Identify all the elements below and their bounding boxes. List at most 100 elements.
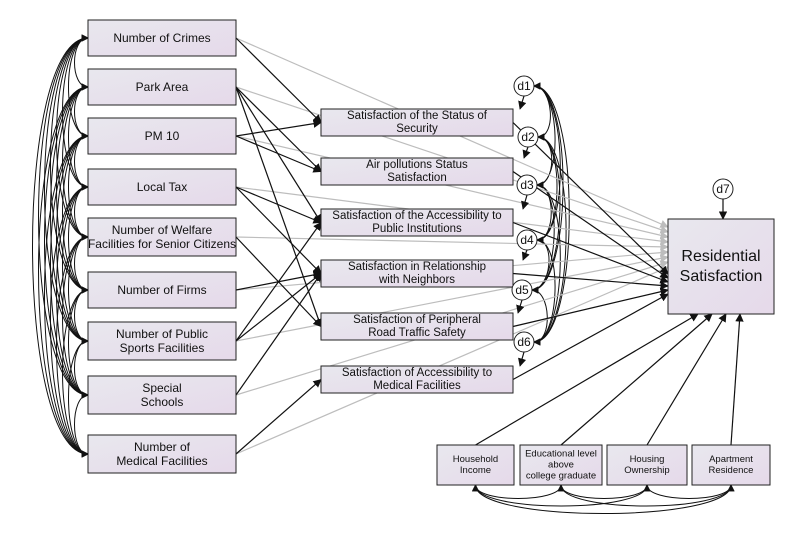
covariance-exogenous [62, 286, 89, 458]
control-edu-label: Educational level [525, 449, 597, 460]
mediator-air-label: Satisfaction [387, 172, 446, 184]
exogenous-pm10-label: PM 10 [145, 129, 180, 143]
covariance-controls [472, 484, 651, 507]
covariance-exogenous [50, 132, 89, 399]
covariance-errors [533, 82, 551, 141]
path-schools-to-neighbors [235, 272, 322, 396]
covariance-controls [472, 484, 735, 514]
error-d5: d5 [511, 279, 533, 301]
significant-paths-layer [235, 37, 744, 455]
path-air-to-outcome [512, 171, 669, 279]
path-apartment-to-outcome [730, 313, 744, 446]
exogenous-medical-label: Number of [134, 440, 191, 454]
outcome-residential-satisfaction-label: Satisfaction [680, 268, 763, 285]
path-medacc-to-outcome [512, 293, 669, 381]
covariance-exogenous [62, 132, 89, 294]
exogenous-park-box [87, 68, 237, 106]
control-apartment-label: Apartment [709, 454, 753, 465]
mediator-security-box [320, 108, 514, 137]
path-welfare-to-outcome [235, 236, 669, 252]
path-crimes-to-security [235, 37, 322, 124]
path-park-to-traffic [235, 86, 323, 328]
exogenous-schools-label: Schools [141, 395, 184, 409]
mediator-access-box [320, 208, 514, 237]
covariance-exogenous [38, 83, 89, 458]
exogenous-medical-label: Medical Facilities [116, 454, 207, 468]
error-d6-label: d6 [517, 335, 531, 349]
error-path-d2 [522, 146, 531, 159]
error-d1-label: d1 [517, 79, 531, 93]
path-tax-to-access [235, 186, 322, 224]
error-d2-label: d2 [521, 130, 535, 144]
path-pm10-to-security [235, 119, 322, 137]
control-apartment-box [691, 444, 771, 486]
error-d7-label: d7 [716, 182, 730, 196]
mediator-medacc: Satisfaction of Accessibility toMedical … [320, 365, 514, 394]
covariance-exogenous [44, 132, 89, 458]
covariance-exogenous [44, 34, 89, 345]
exogenous-pm10: PM 10 [87, 117, 237, 155]
exogenous-welfare-label: Facilities for Senior Citizens [88, 237, 236, 251]
exogenous-welfare-label: Number of Welfare [112, 223, 213, 237]
exogenous-firms-box [87, 271, 237, 309]
outcome-residential-satisfaction-label: Residential [681, 248, 760, 265]
covariance-exogenous [56, 233, 89, 458]
mediator-access-label: Public Institutions [372, 223, 462, 235]
mediator-medacc-label: Medical Facilities [373, 380, 461, 392]
covariance-exogenous [74, 391, 89, 458]
path-pm10-to-air [235, 135, 322, 173]
error-d3-label: d3 [520, 178, 534, 192]
mediator-medacc-label: Satisfaction of Accessibility to [342, 367, 492, 379]
covariance-exogenous [56, 83, 89, 294]
error-d1: d1 [513, 75, 535, 97]
exogenous-firms: Number of Firms [87, 271, 237, 309]
control-housing-label: Housing [630, 454, 665, 465]
covariance-exogenous [56, 132, 89, 345]
mediator-access: Satisfaction of the Accessibility toPubl… [320, 208, 514, 237]
path-medical-to-medacc [235, 378, 322, 455]
exogenous-sports-label: Number of Public [116, 327, 208, 341]
path-pm10-to-outcome [235, 135, 669, 240]
path-income-to-outcome [475, 313, 699, 446]
control-edu-label: college graduate [526, 471, 596, 482]
path-security-to-outcome [512, 122, 669, 275]
error-path-d1 [518, 95, 527, 110]
control-housing-box [606, 444, 688, 486]
mediator-access-label: Satisfaction of the Accessibility to [332, 210, 501, 222]
error-d5-label: d5 [515, 283, 529, 297]
path-tax-to-neighbors [235, 186, 322, 275]
covariance-exogenous [44, 83, 89, 399]
covariance-layer [32, 34, 735, 514]
error-d6: d6 [513, 331, 535, 353]
path-park-to-access [235, 86, 322, 224]
control-income-box [436, 444, 515, 486]
mediator-traffic-label: Road Traffic Safety [368, 327, 466, 339]
path-edu-to-outcome [560, 313, 713, 446]
exogenous-medical-box [87, 434, 237, 474]
exogenous-sports-label: Sports Facilities [120, 341, 205, 355]
exogenous-park: Park Area [87, 68, 237, 106]
path-access-to-outcome [512, 221, 669, 284]
error-d4: d4 [516, 229, 538, 251]
mediator-medacc-box [320, 365, 514, 394]
mediator-traffic-box [320, 312, 514, 341]
mediator-air-label: Air pollutions Status [366, 159, 468, 171]
path-neighbors-to-outcome [512, 272, 669, 290]
path-sports-to-outcome [235, 254, 669, 342]
path-sports-to-access [235, 221, 322, 342]
exogenous-tax: Local Tax [87, 168, 237, 206]
exogenous-welfare-box [87, 217, 237, 257]
error-d7: d7 [712, 178, 734, 200]
path-housing-to-outcome [646, 313, 727, 446]
error-d4-label: d4 [520, 233, 534, 247]
control-income-label: Household [453, 454, 498, 465]
error-d2: d2 [517, 126, 539, 148]
